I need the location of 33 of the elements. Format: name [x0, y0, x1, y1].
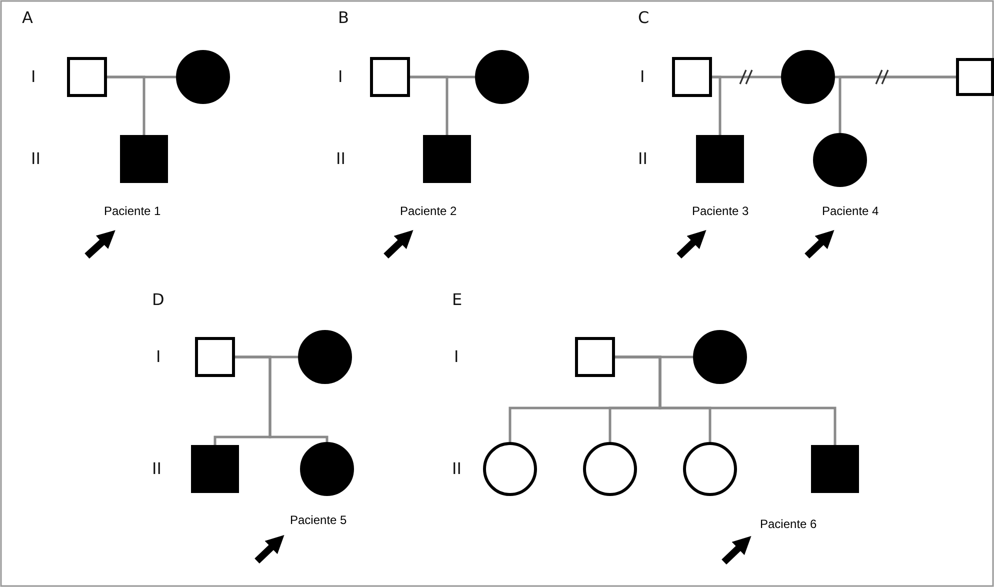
generation-label: II: [638, 151, 648, 167]
proband-arrow: [676, 230, 706, 259]
proband-arrow: [804, 230, 834, 259]
generation-label: I: [338, 69, 343, 85]
proband-arrow: [384, 230, 414, 259]
generation-label: II: [452, 461, 462, 477]
panel-letter: B: [338, 10, 349, 26]
panel-letter: E: [452, 292, 462, 308]
pedigree-line: [838, 76, 956, 133]
patient-label: Paciente 3: [692, 205, 749, 217]
patient-label: Paciente 5: [290, 514, 347, 526]
patient-label: Paciente 6: [760, 518, 817, 530]
patient-label: Paciente 4: [822, 205, 879, 217]
proband-arrow: [722, 536, 752, 565]
proband-arrow: [84, 230, 116, 259]
generation-label: II: [336, 151, 346, 167]
generation-label: II: [31, 151, 40, 167]
pedigree-line: [107, 76, 146, 135]
panel-letter: C: [638, 10, 650, 26]
generation-label: II: [152, 461, 162, 477]
pedigree-line: [712, 76, 722, 135]
generation-label: I: [156, 349, 161, 365]
patient-label: Paciente 1: [104, 205, 161, 217]
proband-arrow: [254, 534, 284, 564]
patient-label: Paciente 2: [400, 205, 457, 217]
panel-letter: D: [152, 292, 164, 308]
pedigree-line: [410, 76, 448, 135]
pedigree-line: [235, 356, 328, 442]
generation-label: I: [640, 69, 645, 85]
generation-label: I: [31, 69, 36, 85]
generation-label: I: [454, 349, 459, 365]
pedigree-line: [615, 356, 836, 445]
panel-letter: A: [22, 10, 33, 26]
